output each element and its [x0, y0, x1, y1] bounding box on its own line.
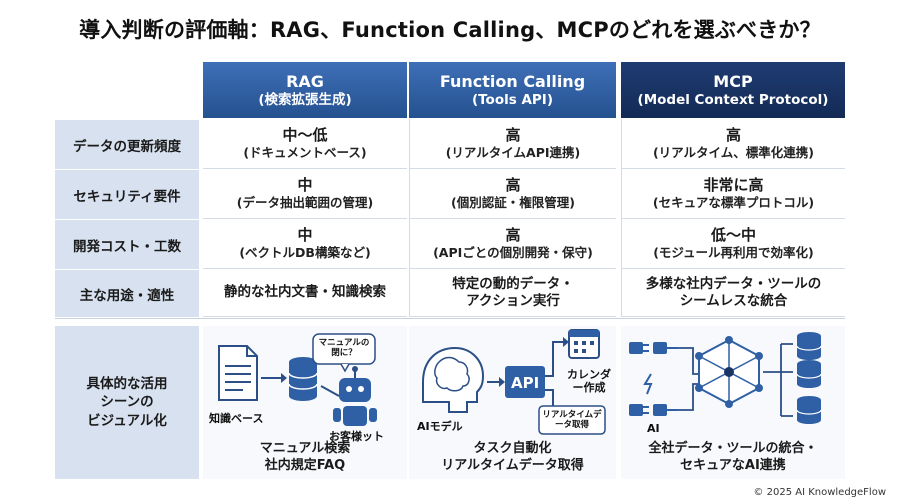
scene-caption: タスク自動化 リアルタイムデータ取得 — [409, 441, 616, 475]
arrow-icon — [320, 385, 340, 397]
cell-main: 特定の動的データ・ — [452, 275, 574, 292]
scene-caption: マニュアル検索 社内規定FAQ — [203, 441, 407, 475]
ai-model-label: AIモデル — [417, 420, 463, 433]
section-divider — [55, 318, 845, 319]
cell-main: 中〜低 — [282, 126, 328, 145]
table-cell: 静的な社内文書・知識検索 — [203, 269, 407, 317]
scene-caption: 全社データ・ツールの統合・ セキュアなAI連携 — [621, 441, 845, 475]
cell-main: 多様な社内データ・ツールの — [645, 275, 822, 292]
table-cell: 高 (リアルタイムAPI連携) — [409, 119, 616, 169]
cell-main: 高 — [725, 126, 741, 145]
cell-sub: (リアルタイムAPI連携) — [445, 145, 581, 161]
scene-rag: マニュアルの閉に？ 知識ベース お客様ット マニュアル検索 社内規定FAQ — [203, 326, 407, 479]
column-header-rag: RAG (検索拡張生成) — [203, 62, 407, 118]
lightning-icon — [643, 373, 653, 395]
caption-line: 全社データ・ツールの統合・ — [648, 441, 818, 457]
scene-mcp: AI 全社データ・ツールの統合・ セキュアなAI連携 — [621, 326, 845, 479]
table-cell: 低〜中 (モジュール再利用で効率化) — [621, 219, 845, 269]
speech-bubble-icon — [312, 333, 376, 373]
cell-main: 低〜中 — [710, 226, 756, 245]
arrow-icon — [545, 341, 565, 377]
table-cell: 高 (個別認証・権限管理) — [409, 169, 616, 219]
api-box-icon — [505, 366, 545, 398]
column-subtitle: (検索拡張生成) — [258, 91, 352, 108]
cell-sub: (個別認証・権限管理) — [451, 195, 575, 211]
cell-main: 中 — [297, 226, 313, 245]
table-cell: 中 (データ抽出範囲の管理) — [203, 169, 407, 219]
cell-sub: (データ抽出範囲の管理) — [236, 195, 374, 211]
row-label-use-case: 主な用途・適性 — [55, 269, 199, 317]
cell-main: 静的な社内文書・知識検索 — [224, 284, 386, 301]
caption-line: タスク自動化 — [473, 441, 552, 457]
cell-main-line2: シームレスな統合 — [679, 292, 788, 309]
database-icon — [288, 357, 318, 401]
robot-icon — [333, 366, 377, 426]
database-icon — [796, 396, 822, 424]
column-name: MCP — [713, 72, 753, 92]
cell-main: 高 — [505, 226, 521, 245]
database-icon — [796, 360, 822, 388]
cell-sub: (ベクトルDB構築など) — [239, 245, 371, 261]
bubble-text: マニュアルの閉に？ — [318, 338, 370, 359]
table-cell: 中 (ベクトルDB構築など) — [203, 219, 407, 269]
scene-label-line: シーンの — [100, 394, 154, 411]
table-cell: 中〜低 (ドキュメントベース) — [203, 119, 407, 169]
realtime-label: リアルタイムデータ取得 — [542, 410, 602, 431]
cell-sub: (ドキュメントベース) — [243, 145, 367, 161]
calendar-label: カレンダー作成 — [567, 368, 611, 395]
table-cell: 非常に高 (セキュアな標準プロトコル) — [621, 169, 845, 219]
caption-line: マニュアル検索 — [259, 441, 351, 457]
scene-label-line: 具体的な活用 — [86, 376, 168, 393]
cell-main: 高 — [505, 176, 521, 195]
page-title: 導入判断の評価軸：RAG、Function Calling、MCPのどれを選ぶべ… — [79, 18, 821, 42]
cell-sub: (APIごとの個別開発・保守) — [433, 245, 593, 261]
scene-label-line: ビジュアル化 — [87, 412, 167, 429]
plug-connector-icon — [629, 342, 677, 354]
scene-function-calling: API カレンダー作成 リアルタイムデータ取得 AIモデル タスク自動化 リアル… — [409, 326, 616, 479]
cell-main: 中 — [297, 176, 313, 195]
copyright-text: © 2025 AI KnowledgeFlow — [753, 487, 886, 498]
cell-main-line2: アクション実行 — [466, 292, 560, 309]
document-icon — [218, 345, 258, 401]
cell-main: 非常に高 — [703, 176, 764, 195]
realtime-box — [538, 405, 606, 435]
row-label-dev-cost: 開発コスト・工数 — [55, 219, 199, 269]
database-icon — [796, 332, 822, 360]
customer-label: お客様ット — [329, 430, 384, 443]
function-calling-illustration — [422, 329, 606, 435]
cell-sub: (モジュール再利用で効率化) — [653, 245, 814, 261]
mcp-illustration — [629, 332, 822, 424]
table-cell: 高 (リアルタイム、標準化連携) — [621, 119, 845, 169]
caption-line: セキュアなAI連携 — [680, 458, 786, 474]
plug-connector-icon — [629, 404, 677, 416]
column-subtitle: (Tools API) — [471, 91, 554, 108]
row-label-scene: 具体的な活用 シーンの ビジュアル化 — [55, 326, 199, 479]
cell-sub: (リアルタイム、標準化連携) — [652, 145, 815, 161]
calendar-icon — [568, 329, 600, 359]
api-label: API — [511, 374, 540, 392]
row-label-security: セキュリティ要件 — [55, 169, 199, 219]
column-header-mcp: MCP (Model Context Protocol) — [621, 62, 845, 118]
column-name: Function Calling — [439, 72, 586, 92]
ai-label: AI — [647, 422, 660, 435]
table-cell: 特定の動的データ・ アクション実行 — [409, 269, 616, 317]
column-name: RAG — [286, 72, 324, 92]
column-subtitle: (Model Context Protocol) — [637, 91, 829, 108]
row-label-update-frequency: データの更新頻度 — [55, 119, 199, 169]
caption-line: 社内規定FAQ — [264, 458, 346, 474]
column-header-function-calling: Function Calling (Tools API) — [409, 62, 616, 118]
caption-line: リアルタイムデータ取得 — [441, 458, 584, 474]
cube-network-icon — [695, 336, 763, 408]
table-cell: 多様な社内データ・ツールの シームレスな統合 — [621, 269, 845, 317]
rag-illustration — [218, 333, 377, 426]
knowledge-base-label: 知識ベース — [209, 412, 264, 425]
cell-sub: (セキュアな標準プロトコル) — [652, 195, 815, 211]
brain-head-icon — [422, 346, 485, 413]
cell-main: 高 — [505, 126, 521, 145]
table-cell: 高 (APIごとの個別開発・保守) — [409, 219, 616, 269]
